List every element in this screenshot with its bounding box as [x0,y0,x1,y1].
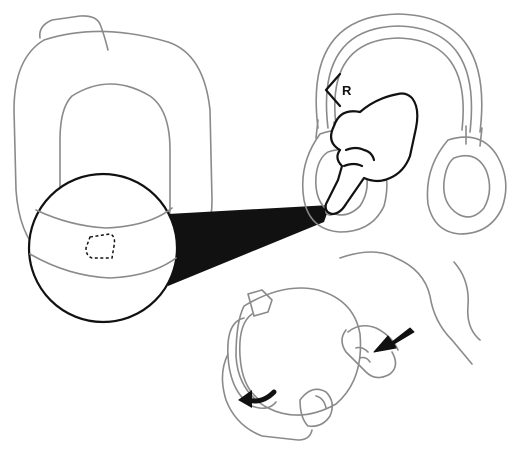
rotate-arrow-icon [238,390,274,408]
side-marker-label: R [342,83,352,98]
callout-wedge [168,205,330,286]
magnifier-circle-icon [29,174,177,322]
pressing-hand-icon [326,94,418,215]
push-arrow-icon [374,328,414,352]
removing-cushion-hands-icon [222,252,480,440]
